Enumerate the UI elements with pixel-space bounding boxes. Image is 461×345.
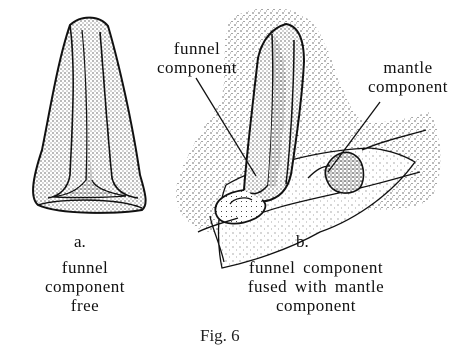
panel-a-caption-line1: funnel (22, 258, 148, 277)
panel-a-caption-line3: free (22, 296, 148, 315)
callout-funnel-component: funnel component (148, 39, 246, 77)
panel-b-letter: b. (296, 232, 309, 251)
callout-mantle-component: mantle component (358, 58, 458, 96)
callout-funnel-line1: funnel (148, 39, 246, 58)
panel-a-caption-line2: component (22, 277, 148, 296)
panel-b-caption-line2: fused with mantle (196, 277, 436, 296)
panel-b-caption-line3: component (196, 296, 436, 315)
callout-funnel-line2: component (148, 58, 246, 77)
panel-a-caption: funnel component free (22, 258, 148, 315)
panel-b-caption-line1: funnel component (196, 258, 436, 277)
figure-caption-fragment: Fig. 6 (200, 326, 240, 345)
callout-mantle-line2: component (358, 77, 458, 96)
panel-a-letter: a. (74, 232, 86, 251)
panel-b-caption: funnel component fused with mantle compo… (196, 258, 436, 315)
callout-mantle-line1: mantle (358, 58, 458, 77)
funnel-component-free-drawing (33, 18, 146, 213)
